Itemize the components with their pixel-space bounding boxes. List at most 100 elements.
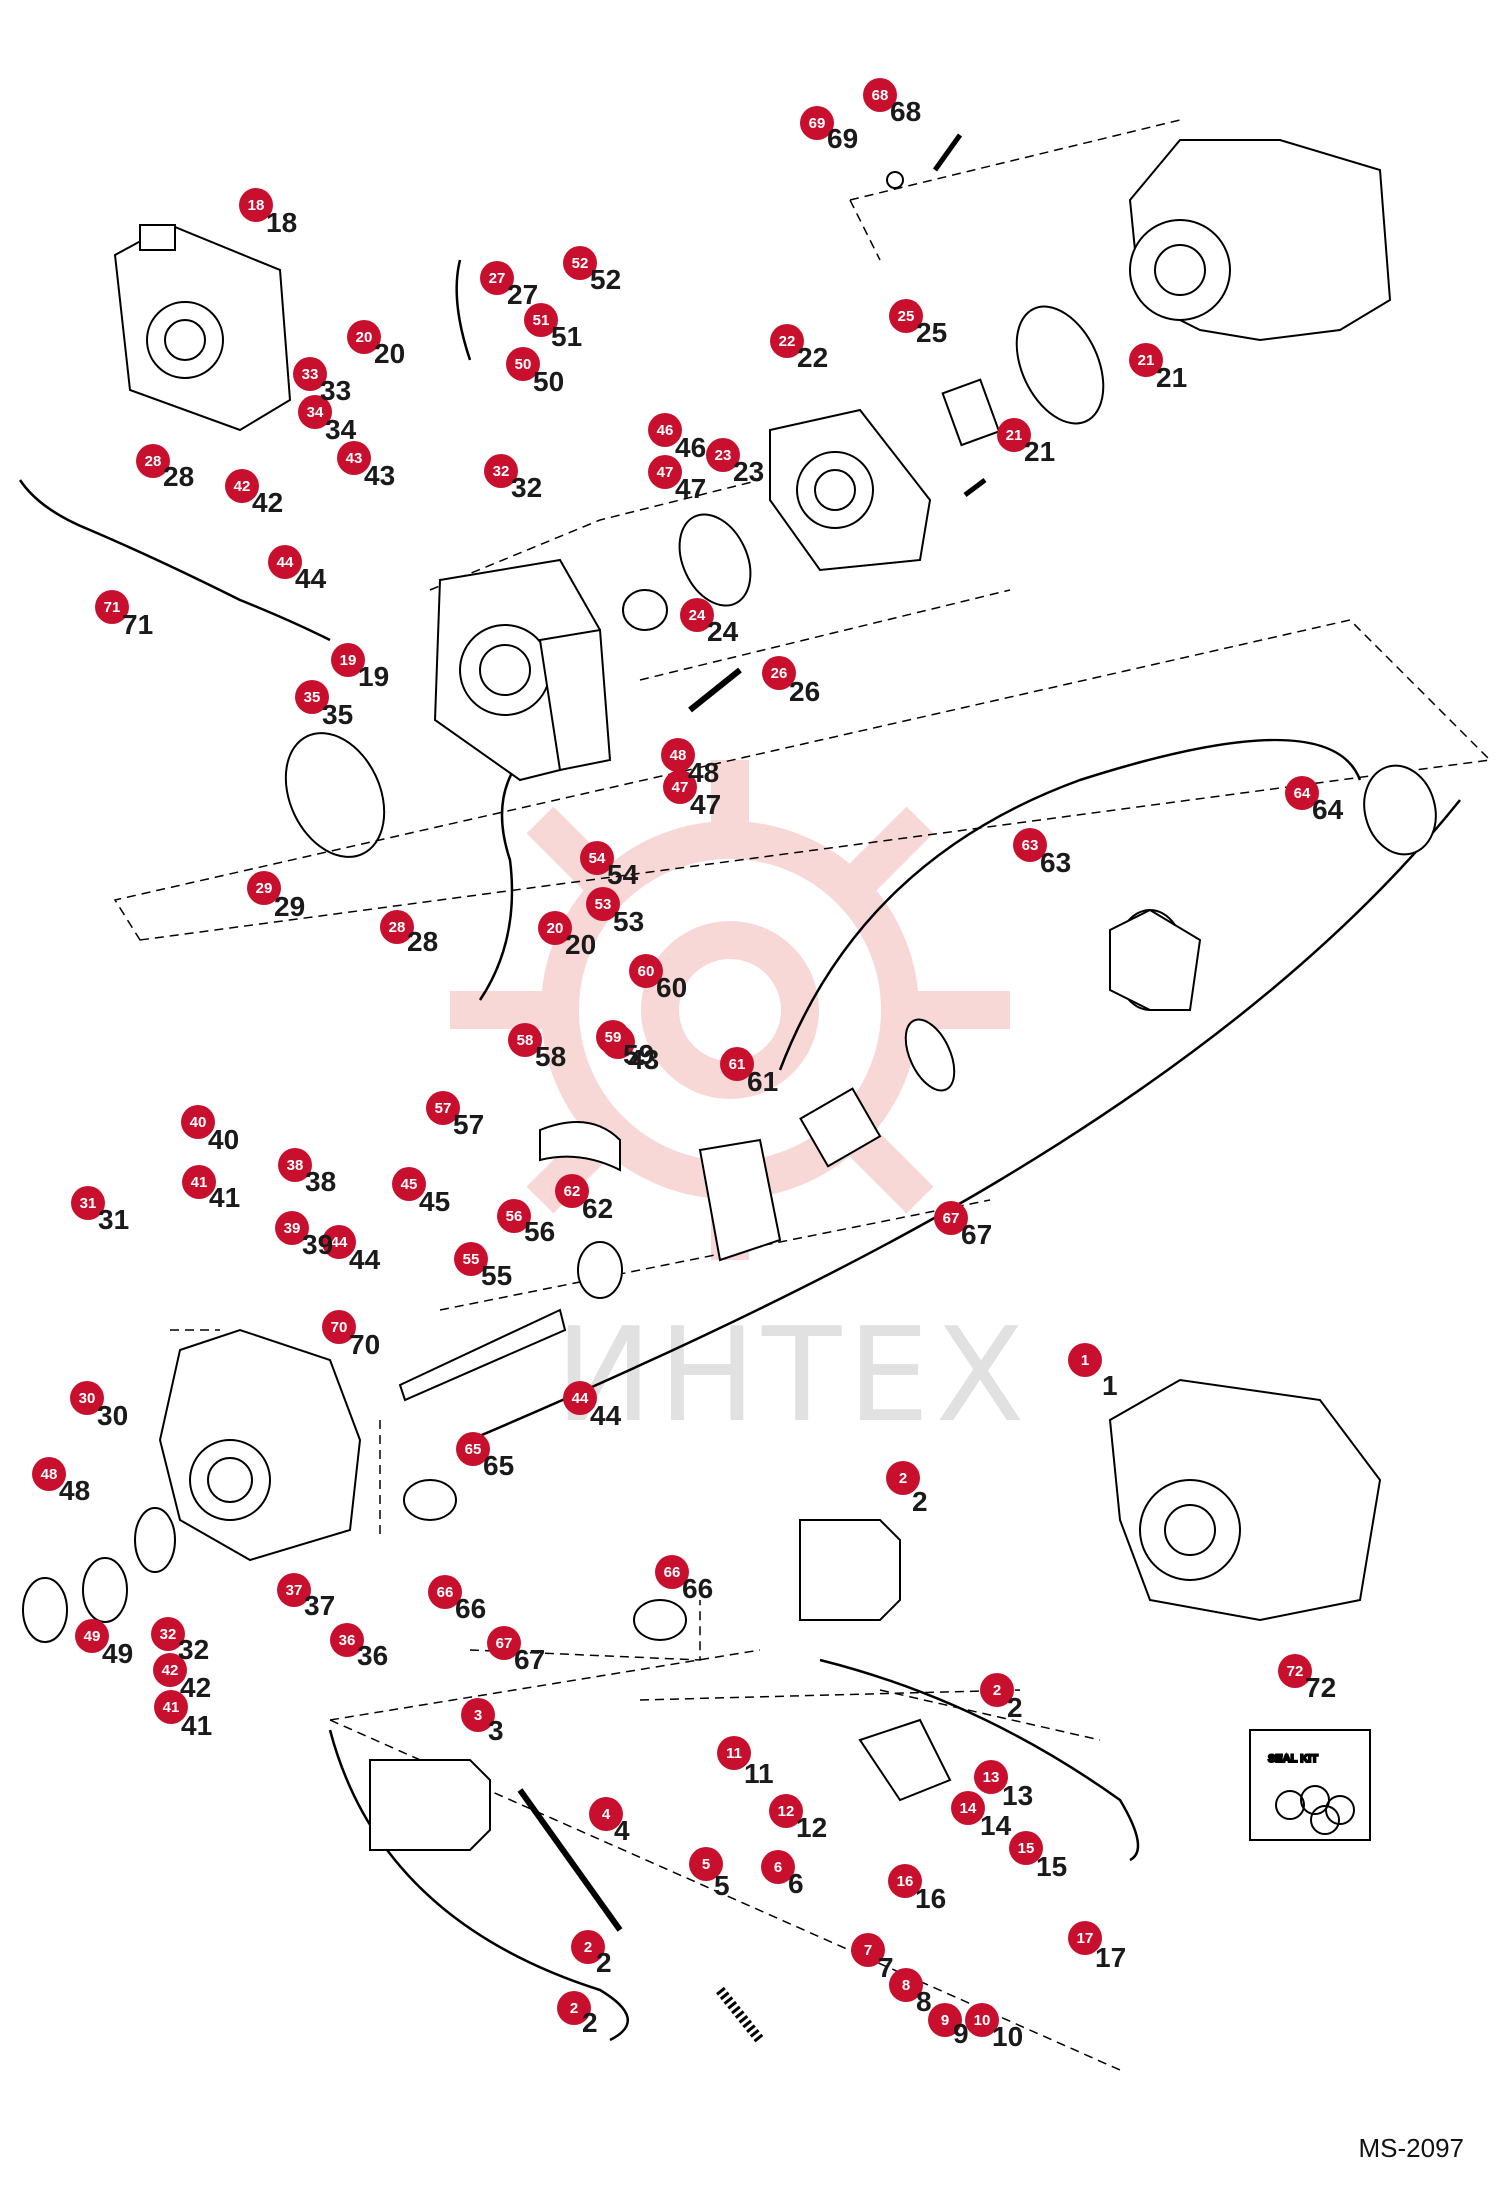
callout-number: 28: [389, 919, 406, 936]
callout-circle: [863, 78, 897, 112]
callout-marker: 31: [71, 1186, 105, 1220]
callout-number: 35: [304, 689, 321, 706]
part-number-label: 2: [1007, 1692, 1023, 1723]
callout-marker: 56: [497, 1199, 531, 1233]
callout-marker: 70: [322, 1310, 356, 1344]
callout-marker: 52: [563, 246, 597, 280]
callout-marker: 37: [277, 1573, 311, 1607]
part-number-label: 11: [744, 1758, 774, 1789]
callout-circle: [589, 1797, 623, 1831]
callout-number: 27: [489, 270, 506, 287]
callout-number: 41: [163, 1699, 180, 1716]
part-number-label: 29: [274, 891, 305, 922]
part-number-label: 24: [707, 616, 739, 647]
part-number-label: 32: [511, 472, 542, 503]
callout-marker: 58: [508, 1023, 542, 1057]
callout-number: 2: [993, 1682, 1001, 1699]
callout-marker: 26: [762, 656, 796, 690]
part-number-label: 53: [613, 906, 644, 937]
part-number-label: 43: [628, 1044, 659, 1075]
callout-marker: 16: [888, 1864, 922, 1898]
part-number-label: 50: [533, 366, 564, 397]
callout-circle: [337, 441, 371, 475]
part-number-label: 42: [252, 487, 283, 518]
callout-number: 48: [41, 1466, 58, 1483]
callout-marker: 27: [480, 261, 514, 295]
part-number-label: 57: [453, 1109, 484, 1140]
callout-circle: [508, 1023, 542, 1057]
callout-circle: [153, 1653, 187, 1687]
callout-circle: [225, 469, 259, 503]
callout-marker: 17: [1068, 1921, 1102, 1955]
callout-number: 11: [726, 1745, 742, 1762]
part-number-label: 40: [208, 1124, 239, 1155]
callout-circle: [928, 2003, 962, 2037]
callout-number: 60: [638, 963, 655, 980]
callout-circle: [663, 770, 697, 804]
servo-cylinder: [369, 1759, 491, 1851]
seal-kit-box: SEAL KIT: [1249, 1729, 1371, 1841]
callout-number: 53: [595, 896, 612, 913]
callout-circle: [851, 1933, 885, 1967]
callout-marker: 62: [555, 1174, 589, 1208]
callout-circle: [762, 656, 796, 690]
callout-circle: [557, 1991, 591, 2025]
callout-number: 72: [1287, 1663, 1304, 1680]
callout-circle: [154, 1690, 188, 1724]
callout-number: 28: [145, 453, 162, 470]
callout-marker: 59: [596, 1020, 630, 1054]
callout-marker: 64: [1285, 776, 1319, 810]
callout-circle: [295, 680, 329, 714]
callout-circle: [648, 413, 682, 447]
washer-70: [886, 171, 904, 189]
callout-circle: [497, 1199, 531, 1233]
callout-marker: 49: [75, 1619, 109, 1653]
callout-circle: [331, 643, 365, 677]
callout-number: 66: [437, 1584, 454, 1601]
callout-number: 32: [493, 463, 510, 480]
callout-marker: 42: [225, 469, 259, 503]
callout-number: 3: [474, 1707, 482, 1724]
callout-number: 42: [234, 478, 251, 495]
part-number-label: 63: [1040, 847, 1071, 878]
callout-number: 57: [435, 1100, 452, 1117]
callout-marker: 44: [268, 545, 302, 579]
callout-marker: 65: [456, 1432, 490, 1466]
cover-plate: [858, 1718, 952, 1802]
callout-number: 20: [356, 329, 373, 346]
callout-marker: 30: [70, 1381, 104, 1415]
callout-number: 61: [729, 1056, 746, 1073]
part-number-label: 70: [349, 1329, 380, 1360]
callout-circle: [136, 444, 170, 478]
part-number-label: 44: [349, 1244, 381, 1275]
callout-circle: [456, 1432, 490, 1466]
callout-circle: [247, 871, 281, 905]
part-number-label: 42: [180, 1672, 211, 1703]
part-number-label: 56: [524, 1216, 555, 1247]
callout-marker: 60: [629, 954, 663, 988]
callout-number: 15: [1018, 1840, 1035, 1857]
part-number-label: 14: [980, 1810, 1012, 1841]
callout-circle: [571, 1930, 605, 1964]
callout-number: 48: [670, 747, 687, 764]
callout-marker: 14: [951, 1791, 985, 1825]
callout-marker: 21: [997, 418, 1031, 452]
part-number-label: 48: [688, 757, 719, 788]
central-housing: [433, 558, 612, 782]
callout-marker: 43: [337, 441, 371, 475]
callout-marker: 1: [1068, 1343, 1102, 1377]
servo-rod: [517, 1788, 623, 1932]
swashplate: [698, 1138, 782, 1262]
callout-circle: [322, 1225, 356, 1259]
callout-marker: 44: [322, 1225, 356, 1259]
callout-marker: 51: [524, 303, 558, 337]
part-number-label: 28: [407, 926, 438, 957]
servo-piston: [799, 1519, 901, 1621]
part-number-label: 61: [747, 1066, 778, 1097]
callout-circle: [275, 1211, 309, 1245]
retaining-ring: [134, 1507, 176, 1573]
callout-marker: 24: [680, 598, 714, 632]
callout-number: 52: [572, 255, 589, 272]
callout-circle: [706, 438, 740, 472]
callout-number: 9: [941, 2012, 949, 2029]
